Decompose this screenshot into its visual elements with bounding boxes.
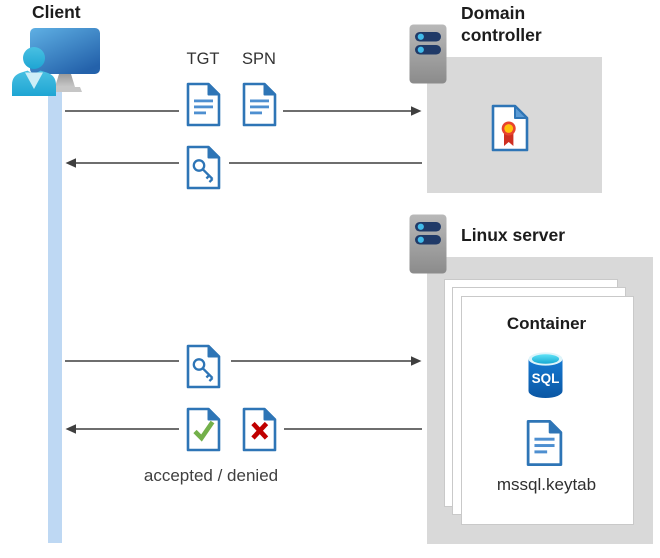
domain-controller-server-icon [409,24,447,84]
client-label: Client [32,2,81,22]
key-ticket-document-icon [186,145,221,190]
arrowhead-right-top [411,106,422,116]
denied-x-document-icon [242,407,277,452]
linux-server-icon [409,214,447,274]
arrowhead-right-bottom [411,356,422,366]
domain-controller-label: Domain controller [461,3,542,45]
spn-label: SPN [242,50,276,68]
linux-server-label: Linux server [461,225,566,245]
certificate-document-icon [491,104,529,152]
key-ticket-document-icon-2 [186,344,221,389]
client-lifeline-bar [48,84,62,543]
arrowhead-left-top [65,158,76,168]
sql-badge-text: SQL [532,371,560,386]
container-card [461,296,634,525]
tgt-label: TGT [186,50,220,68]
accepted-check-document-icon [186,407,221,452]
tgt-document-icon [186,82,221,127]
accepted-denied-label: accepted / denied [143,466,279,485]
client-user-workstation-icon [12,28,100,96]
container-label: Container [506,314,587,333]
spn-document-icon [242,82,277,127]
arrowhead-left-bottom [65,424,76,434]
keytab-document-icon [526,418,563,468]
sql-database-icon: SQL [528,352,563,398]
keytab-label: mssql.keytab [496,475,597,494]
